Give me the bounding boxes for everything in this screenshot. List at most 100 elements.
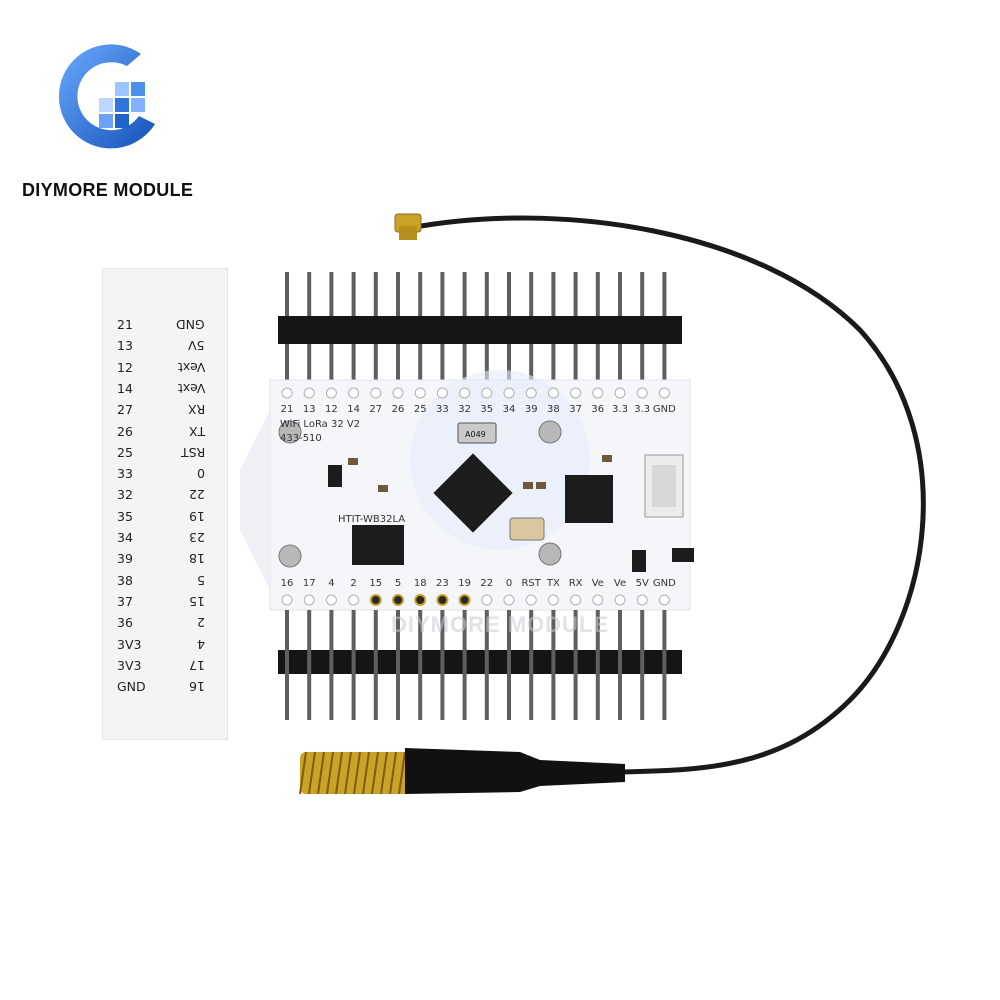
pin-card-left-label: 27 (117, 402, 133, 418)
top-pin-label: 3.3 (612, 404, 628, 415)
header-pin (307, 610, 312, 720)
pin-hole (459, 387, 471, 399)
smd-part (523, 482, 533, 489)
pin-card-left-label: 39 (117, 551, 133, 567)
crystal-label: A049 (465, 430, 486, 439)
pin-card-left-label: 35 (117, 508, 133, 524)
pin-hole (570, 594, 582, 606)
top-pin-label: 27 (369, 404, 382, 415)
lora-board: WiFi LoRa 32 V2 433-510 HTIT-WB32LA A049… (240, 272, 694, 720)
pin-hole (503, 387, 515, 399)
pin-card-left-label: 33 (117, 466, 133, 482)
chip-label: HTIT-WB32LA (338, 514, 405, 525)
header-pin (551, 610, 556, 720)
bottom-pin-label: 22 (480, 578, 493, 589)
bottom-pin-label: 16 (281, 578, 294, 589)
pin-hole (592, 387, 604, 399)
header-pin (329, 610, 334, 720)
pin-hole (525, 594, 537, 606)
esp32-chip (433, 453, 513, 533)
pin-hole (636, 387, 648, 399)
top-pin-label: GND (653, 404, 676, 415)
smd-part (348, 458, 358, 465)
pin-card-left-label: GND (117, 679, 146, 695)
pin-hole (325, 594, 337, 606)
pin-hole (325, 387, 337, 399)
pin-hole (658, 387, 670, 399)
pin-hole (503, 594, 515, 606)
top-pin-label: 14 (347, 404, 360, 415)
pin-card-left-label: 3V3 (117, 657, 142, 673)
bottom-pin-label: Ve (614, 578, 626, 589)
pin-hole (436, 594, 449, 606)
antenna-sleeve (405, 748, 625, 794)
ipex-connector-icon (394, 213, 422, 240)
bottom-pin-label: 2 (350, 578, 356, 589)
bottom-pin-label: 23 (436, 578, 449, 589)
pin-hole (481, 387, 493, 399)
header-pin (640, 610, 645, 720)
header-pin (440, 610, 445, 720)
bottom-pin-label: 0 (506, 578, 512, 589)
pin-hole (658, 594, 670, 606)
pin-card-left-label: 12 (117, 359, 133, 375)
smd-part (536, 482, 546, 489)
header-pin (462, 610, 467, 720)
top-pin-label: 12 (325, 404, 338, 415)
transistor (632, 550, 646, 572)
pin-hole (547, 387, 559, 399)
header-pin (396, 610, 400, 720)
top-pin-label: 21 (281, 404, 294, 415)
bottom-pin-label: Ve (592, 578, 604, 589)
pin-hole (348, 387, 360, 399)
pin-hole (436, 387, 448, 399)
pin-hole (414, 387, 426, 399)
bottom-pin-label: GND (653, 578, 676, 589)
pin-hole (592, 594, 604, 606)
header-pin (507, 610, 511, 720)
screw (538, 420, 562, 444)
pin-card-left-label: 26 (117, 423, 133, 439)
pin-hole (392, 594, 404, 606)
header-pin (285, 610, 289, 720)
bottom-pin-label: RX (569, 578, 583, 589)
top-hole-row (281, 387, 670, 399)
bottom-hole-row (281, 594, 670, 606)
transistor (328, 465, 342, 487)
spring-coil-icon (299, 751, 412, 795)
screw (278, 420, 302, 444)
header-pin (373, 610, 378, 720)
pin-hole (303, 594, 315, 606)
top-pin-label: 25 (414, 404, 427, 415)
pin-card-left-label: 14 (117, 380, 133, 396)
pin-hole (281, 594, 293, 606)
pin-hole (303, 387, 315, 399)
header-pin (529, 610, 534, 720)
crystal-2 (509, 517, 545, 541)
bottom-pin-label: TX (546, 578, 560, 589)
pin-hole (614, 387, 626, 399)
smd-part (378, 485, 388, 492)
top-pin-label: 3.3 (634, 404, 650, 415)
header-pin (618, 610, 622, 720)
pin-hole (392, 387, 404, 399)
header-pin (662, 610, 667, 720)
header-pin (351, 610, 356, 720)
bottom-pin-label: 5V (636, 578, 649, 589)
pin-card-left-label: 13 (117, 338, 133, 354)
